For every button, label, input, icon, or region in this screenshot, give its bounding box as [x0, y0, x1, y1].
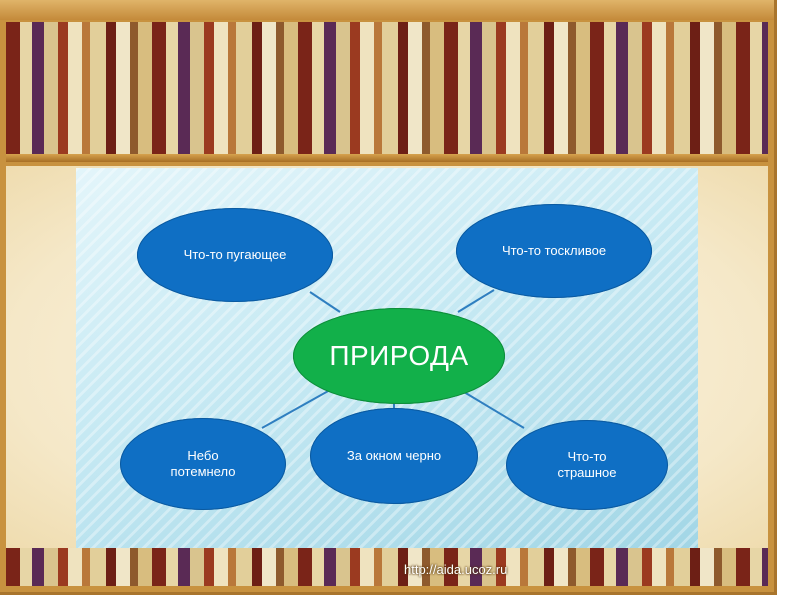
- frame-top-strip: [0, 0, 774, 20]
- node-sky-label: Небо потемнело: [170, 448, 236, 479]
- node-dark: За окном черно: [310, 408, 478, 504]
- node-scary: Что-то пугающее: [137, 208, 333, 302]
- bookshelf-top-decoration: [6, 22, 768, 162]
- node-sad-label: Что-то тоскливое: [501, 243, 607, 258]
- node-sky: Небо потемнело: [120, 418, 286, 510]
- node-sad: Что-то тоскливое: [456, 204, 652, 298]
- connector-sky: [261, 389, 331, 429]
- node-dark-label: За окном черно: [346, 448, 442, 463]
- node-frightening: Что-то страшное: [506, 420, 668, 510]
- node-frightening-label: Что-то страшное: [557, 449, 617, 480]
- bookshelf-bottom-decoration: [6, 548, 768, 586]
- node-center-label: ПРИРОДА: [329, 340, 469, 371]
- connector-layer: [261, 289, 525, 429]
- diagram-slide: Что-то пугающее Что-то тоскливое ПРИРОДА…: [76, 168, 698, 548]
- node-scary-label: Что-то пугающее: [183, 247, 287, 262]
- node-center: ПРИРОДА: [293, 308, 505, 404]
- watermark-url: http://aida.ucoz.ru: [404, 562, 508, 577]
- connector-scary: [309, 291, 341, 313]
- connector-sad: [457, 289, 495, 313]
- connector-frightening: [463, 391, 525, 429]
